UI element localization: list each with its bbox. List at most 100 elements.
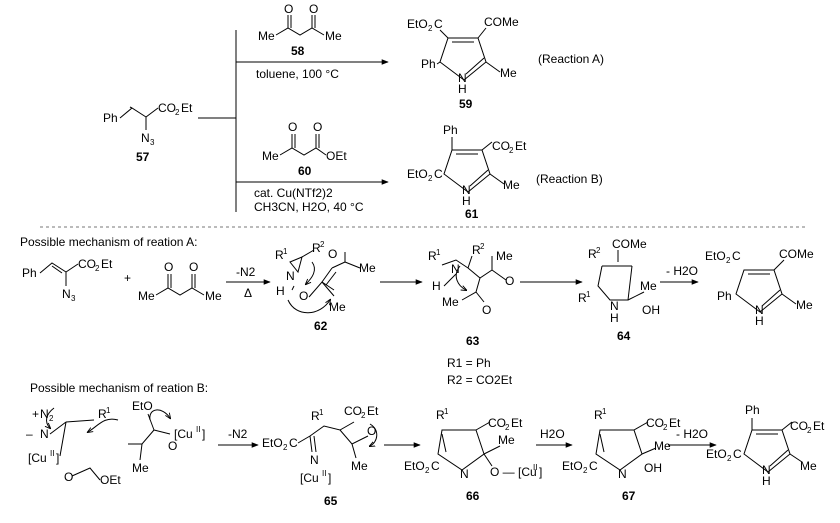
svg-text:O: O bbox=[299, 289, 308, 303]
svg-text:[Cu: [Cu bbox=[174, 427, 193, 441]
svg-text:Et: Et bbox=[813, 419, 825, 433]
svg-text:1: 1 bbox=[586, 290, 591, 299]
svg-text:C: C bbox=[733, 447, 742, 461]
r2-definition: R2 = CO2Et bbox=[447, 373, 513, 387]
svg-text:Et: Et bbox=[101, 257, 113, 271]
svg-text:II: II bbox=[50, 449, 54, 458]
svg-text:1: 1 bbox=[283, 247, 288, 256]
svg-text:OEt: OEt bbox=[100, 473, 121, 487]
svg-text:II: II bbox=[196, 425, 200, 434]
svg-text:2: 2 bbox=[320, 240, 325, 249]
svg-text:O — [Cu: O — [Cu bbox=[490, 465, 537, 479]
svg-text:2: 2 bbox=[663, 423, 668, 432]
svg-text:H: H bbox=[610, 311, 619, 325]
svg-text:N: N bbox=[40, 407, 49, 421]
heading-mech-b: Possible mechanism of reation B: bbox=[30, 381, 208, 395]
svg-text:–: – bbox=[26, 427, 33, 441]
svg-text:2: 2 bbox=[175, 108, 180, 117]
svg-text:R: R bbox=[275, 248, 284, 262]
svg-text:N: N bbox=[755, 303, 764, 317]
svg-text:1: 1 bbox=[436, 248, 441, 257]
svg-text:R: R bbox=[436, 408, 445, 422]
svg-text:Me: Me bbox=[498, 433, 515, 447]
svg-text:EtO: EtO bbox=[407, 167, 428, 181]
svg-text:N: N bbox=[458, 71, 467, 85]
label-60: 60 bbox=[298, 164, 312, 178]
svg-text:2: 2 bbox=[509, 146, 514, 155]
svg-text:C: C bbox=[289, 436, 298, 450]
svg-text:EtO: EtO bbox=[404, 459, 425, 473]
svg-text:II: II bbox=[533, 463, 537, 472]
svg-text:Et: Et bbox=[367, 404, 379, 418]
compound-58: Me O O Me 58 bbox=[258, 2, 342, 58]
svg-text:Me: Me bbox=[138, 289, 155, 303]
svg-text:Me: Me bbox=[359, 261, 376, 275]
svg-text:Ph: Ph bbox=[22, 266, 37, 280]
svg-text:2: 2 bbox=[807, 426, 812, 435]
svg-text:C: C bbox=[589, 459, 598, 473]
svg-text:OH: OH bbox=[642, 303, 660, 317]
svg-text:N: N bbox=[286, 269, 295, 283]
plus-sign: + bbox=[124, 271, 131, 285]
condition-b-2: CH3CN, H2O, 40 °C bbox=[254, 200, 364, 214]
svg-text:2: 2 bbox=[583, 466, 588, 475]
svg-text:O: O bbox=[309, 2, 318, 16]
svg-text:2: 2 bbox=[425, 466, 430, 475]
svg-text:Ph: Ph bbox=[443, 123, 458, 137]
svg-text:Ph: Ph bbox=[745, 403, 760, 417]
svg-text:EtO: EtO bbox=[705, 249, 726, 263]
svg-text:COMe: COMe bbox=[612, 237, 647, 251]
svg-text:N: N bbox=[460, 467, 469, 481]
svg-text:Et: Et bbox=[181, 101, 193, 115]
svg-text:C: C bbox=[732, 249, 741, 263]
svg-text:CO: CO bbox=[78, 257, 96, 271]
svg-text:Et: Et bbox=[669, 416, 681, 430]
svg-text:II: II bbox=[322, 469, 326, 478]
svg-text:2: 2 bbox=[95, 264, 100, 273]
svg-text:CO: CO bbox=[344, 404, 362, 418]
svg-text:R: R bbox=[594, 408, 603, 422]
svg-text:Me: Me bbox=[500, 66, 517, 80]
svg-text:COMe: COMe bbox=[484, 15, 519, 29]
svg-text:OEt: OEt bbox=[326, 149, 347, 163]
svg-text:3: 3 bbox=[71, 294, 76, 303]
svg-text:EtO: EtO bbox=[132, 399, 153, 413]
svg-text:OH: OH bbox=[644, 461, 662, 475]
svg-text:O: O bbox=[328, 247, 337, 261]
svg-text:2: 2 bbox=[49, 414, 54, 423]
svg-text:Et: Et bbox=[515, 139, 527, 153]
heading-mech-a: Possible mechanism of reation A: bbox=[20, 235, 197, 249]
svg-text:C: C bbox=[431, 459, 440, 473]
svg-text:]: ] bbox=[328, 471, 331, 485]
svg-text:O: O bbox=[313, 120, 322, 134]
svg-text:O: O bbox=[505, 274, 514, 288]
svg-text:O: O bbox=[482, 303, 491, 317]
svg-text:EtO: EtO bbox=[706, 447, 727, 461]
svg-text:Me: Me bbox=[503, 178, 520, 192]
svg-text:Ph: Ph bbox=[103, 111, 118, 125]
svg-text:CO: CO bbox=[790, 419, 808, 433]
svg-text:1: 1 bbox=[602, 407, 607, 416]
svg-text:+: + bbox=[32, 407, 39, 421]
svg-text:Me: Me bbox=[796, 298, 813, 312]
svg-text:Me: Me bbox=[258, 29, 275, 43]
svg-text:EtO: EtO bbox=[262, 436, 283, 450]
svg-text:2: 2 bbox=[726, 256, 731, 265]
svg-text:2: 2 bbox=[428, 174, 433, 183]
svg-text:2: 2 bbox=[596, 246, 601, 255]
svg-text:2: 2 bbox=[727, 454, 732, 463]
mech-a-diketone: Me O O Me bbox=[138, 260, 222, 303]
svg-text:R: R bbox=[472, 243, 481, 257]
svg-text:2: 2 bbox=[505, 423, 510, 432]
svg-text:N: N bbox=[762, 463, 771, 477]
svg-text:R: R bbox=[311, 409, 320, 423]
